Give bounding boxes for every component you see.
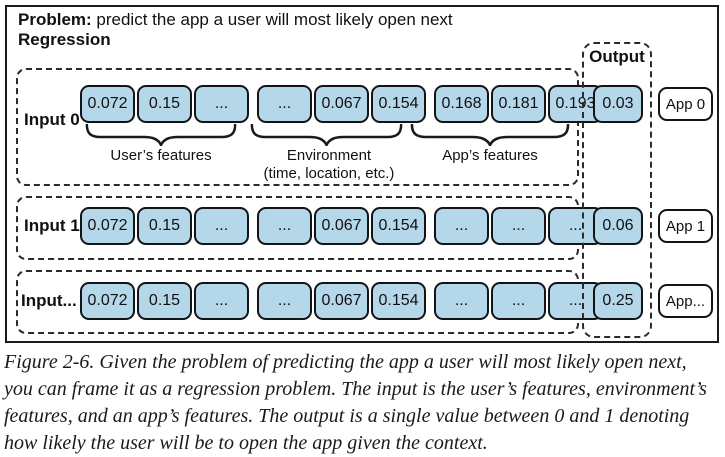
problem-title: Problem: predict the app a user will mos… [18,10,453,30]
feature-group-label-environment: Environment (time, location, etc.) [229,147,429,183]
feature-cell: ... [491,207,546,245]
feature-cell: 0.072 [80,85,135,123]
feature-cell-group: ......... [434,207,603,245]
feature-cell: ... [434,207,489,245]
feature-cell: 0.072 [80,282,135,320]
feature-group-label-users: User’s features [61,147,261,165]
feature-group-label-line: Environment [286,147,372,164]
feature-cell: 0.15 [137,207,192,245]
feature-cell-group: ......... [434,282,603,320]
output-cell-2: 0.25 [593,282,643,320]
caption-line: how likely the user will be to open the … [4,432,488,454]
feature-cell: 0.154 [371,85,426,123]
underbrace-icon [250,124,403,146]
output-header: Output [589,47,645,66]
feature-cell: 0.15 [137,85,192,123]
app-box-0: App 0 [658,87,713,121]
feature-cell: 0.168 [434,85,489,123]
feature-cell: 0.154 [371,207,426,245]
feature-cell: ... [194,85,249,123]
feature-group-label-apps: App’s features [390,147,590,165]
feature-cell: ... [194,282,249,320]
feature-cell: ... [434,282,489,320]
figure-caption: Figure 2-6. Given the problem of predict… [4,349,722,457]
caption-line: features, and an app’s features. The out… [4,405,690,427]
underbrace-icon [85,124,237,146]
problem-label: Problem: [18,10,92,29]
input-row-label-0: Input 0 [24,110,80,129]
caption-line: you can frame it as a regression problem… [4,378,707,400]
caption-line: Figure 2-6. Given the problem of predict… [4,351,687,373]
app-box-2: App... [658,284,713,318]
input-row-label-2: Input... [21,291,77,310]
feature-group-label-line: App’s features [442,147,538,164]
problem-text: predict the app a user will most likely … [91,10,453,29]
output-cell-0: 0.03 [593,85,643,123]
feature-cell: ... [194,207,249,245]
feature-cell: ... [491,282,546,320]
feature-group-label-line: User’s features [110,147,212,164]
regression-label: Regression [18,30,111,49]
feature-cell: ... [257,282,312,320]
feature-cell: ... [257,85,312,123]
feature-cell: 0.067 [314,282,369,320]
underbrace-icon [410,124,570,146]
app-box-1: App 1 [658,209,713,243]
feature-cell: 0.154 [371,282,426,320]
feature-cell: 0.067 [314,207,369,245]
input-row-label-1: Input 1 [24,216,80,235]
feature-cell: 0.181 [491,85,546,123]
feature-group-label-line: (time, location, etc.) [263,165,395,182]
feature-cell: 0.067 [314,85,369,123]
output-cell-1: 0.06 [593,207,643,245]
feature-cell: 0.15 [137,282,192,320]
feature-cell: ... [257,207,312,245]
output-column-box: Output [582,42,652,338]
feature-cell: 0.072 [80,207,135,245]
input-row-box-0 [16,68,579,186]
figure-panel: Problem: predict the app a user will mos… [5,5,719,343]
